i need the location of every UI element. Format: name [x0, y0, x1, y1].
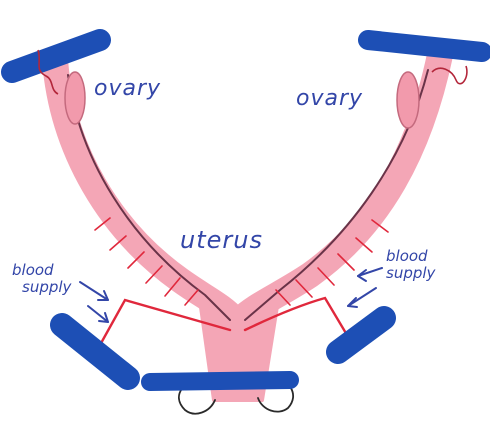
- blood-supply-right-label: blood supply: [386, 248, 435, 282]
- right-lower-ligament: [338, 318, 384, 352]
- right-lower-arrowhead: [348, 298, 357, 307]
- right-ovary-shape: [397, 72, 419, 128]
- uterus-label: uterus: [180, 228, 263, 252]
- left-ovary-shape: [65, 72, 85, 124]
- blood-supply-right-line2: supply: [386, 265, 435, 282]
- right-lower-arrow: [348, 288, 376, 306]
- left-lower-ligament: [62, 325, 128, 378]
- ovary-right-label: ovary: [296, 88, 363, 110]
- right-upper-ligament: [368, 40, 482, 52]
- blood-supply-left-label: blood supply: [12, 262, 71, 296]
- left-upper-ligament: [12, 40, 100, 72]
- cervix-ligament: [150, 380, 290, 382]
- blood-supply-left-line2: supply: [22, 279, 71, 296]
- blood-supply-left-line1: blood: [12, 262, 71, 279]
- blood-supply-right-line1: blood: [386, 248, 435, 265]
- ovary-left-label: ovary: [94, 78, 161, 100]
- right-upper-arrow: [358, 268, 382, 276]
